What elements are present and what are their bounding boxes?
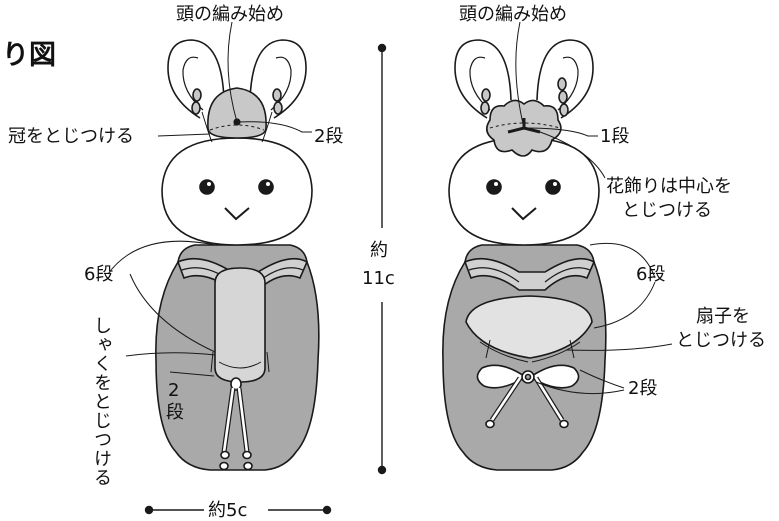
flower-attach-label-2: とじつける — [622, 200, 712, 221]
right-ear-l — [454, 39, 512, 119]
left-crown — [207, 87, 267, 139]
fan-attach-label-2: とじつける — [676, 330, 766, 351]
left-leaders — [107, 21, 312, 377]
right-collar — [463, 257, 596, 291]
shaku-rows-num: 2 — [168, 380, 180, 401]
figure-title: り図 — [2, 40, 56, 71]
left-head — [161, 137, 313, 246]
fan-rows-label: 2段 — [628, 378, 658, 399]
shaku-rows-unit: 段 — [166, 402, 184, 423]
flower-rows-label: 1段 — [600, 126, 630, 147]
bow — [476, 364, 525, 389]
height-dimension — [377, 43, 387, 475]
left-body-rows-label: 6段 — [84, 264, 114, 285]
right-leaders — [515, 21, 673, 395]
right-doll — [442, 39, 607, 471]
fan-attach-label-1: 扇子を — [696, 306, 750, 327]
fan — [465, 295, 593, 359]
left-ear-l — [167, 39, 225, 119]
left-doll — [155, 39, 320, 471]
left-head-start-label: 頭の編み始め — [176, 4, 284, 25]
shaku-attach-label: しゃくをとじつける — [91, 316, 112, 487]
flower-attach-label-1: 花飾りは中心を — [606, 176, 732, 197]
shaku — [214, 267, 266, 383]
width-label: 約5c — [208, 500, 248, 521]
right-head — [448, 137, 600, 246]
crown-rows-label: 2段 — [314, 126, 344, 147]
right-head-start-label: 頭の編み始め — [459, 4, 567, 25]
height-label-2: 11c — [362, 268, 395, 289]
right-body-rows-label: 6段 — [636, 264, 666, 285]
width-dimension — [144, 505, 332, 515]
height-label-1: 約 — [370, 240, 388, 261]
crown-attach-label: 冠をとじつける — [8, 126, 134, 147]
left-ear-r — [249, 39, 307, 119]
